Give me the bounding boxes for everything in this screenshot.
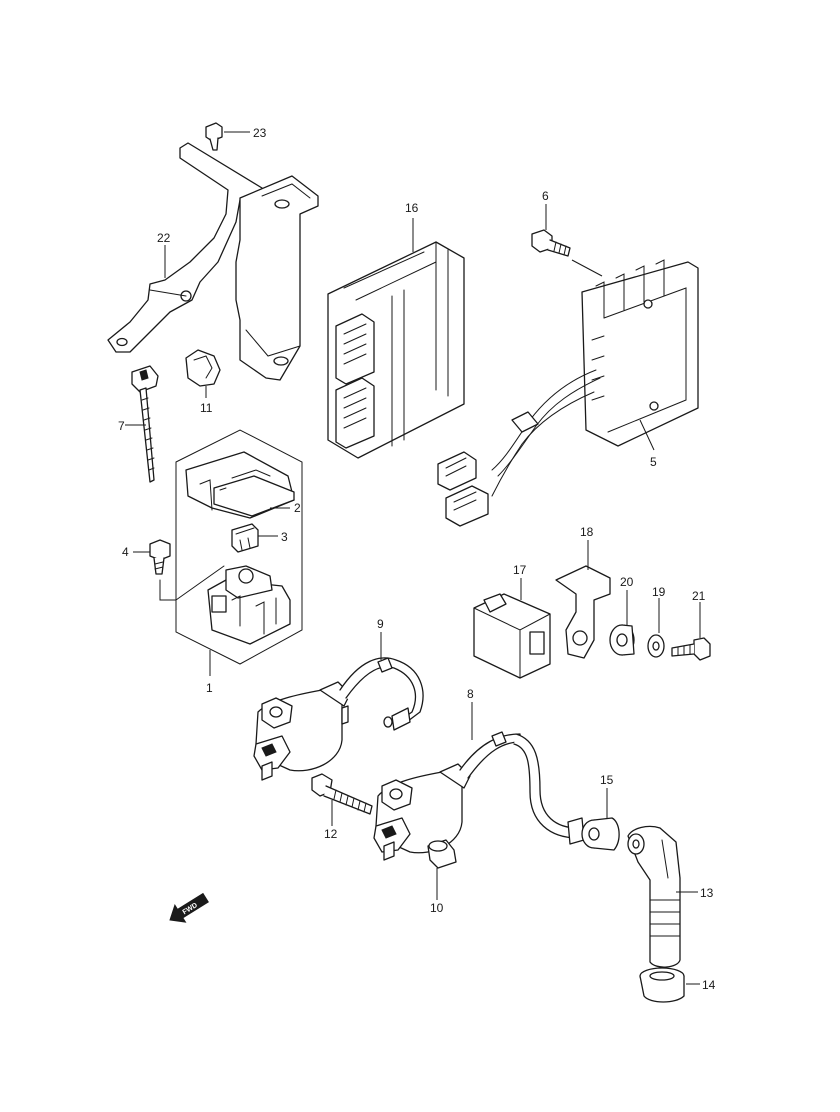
callout-1: 1 — [206, 681, 213, 695]
callout-21: 21 — [692, 589, 706, 603]
callout-6: 6 — [542, 189, 549, 203]
ecu-part-16 — [327, 218, 465, 459]
ignition-coil-part-8 — [373, 702, 585, 861]
relay-cover-part-2 — [185, 451, 295, 519]
callout-22: 22 — [157, 231, 171, 245]
grommet-part-15 — [581, 788, 620, 851]
callout-5: 5 — [650, 455, 657, 469]
callout-10: 10 — [430, 901, 444, 915]
spark-plug-cap-part-13 — [627, 825, 698, 968]
forward-arrow-icon: FWD — [169, 892, 209, 923]
fuse-part-3 — [231, 523, 278, 553]
bolt-part-21 — [671, 602, 711, 661]
bolt-part-12 — [311, 773, 373, 826]
washer-part-19 — [647, 598, 665, 658]
callout-17: 17 — [513, 563, 527, 577]
callout-23: 23 — [253, 126, 267, 140]
relay-assembly-outline-part-1 — [175, 429, 303, 676]
callout-19: 19 — [652, 585, 666, 599]
callout-7: 7 — [118, 419, 125, 433]
callout-13: 13 — [700, 886, 714, 900]
callout-14: 14 — [702, 978, 716, 992]
callout-11: 11 — [200, 401, 213, 415]
callout-4: 4 — [122, 545, 129, 559]
ignition-coil-part-9 — [253, 632, 424, 781]
clip-part-11 — [185, 349, 221, 398]
callout-20: 20 — [620, 575, 634, 589]
callout-8: 8 — [467, 687, 474, 701]
bracket-part-22 — [107, 142, 319, 381]
callout-9: 9 — [377, 617, 384, 631]
bracket-part-18 — [555, 540, 611, 659]
callout-15: 15 — [600, 773, 614, 787]
regulator-harness — [437, 369, 601, 527]
regulator-rectifier-part-5 — [581, 259, 699, 451]
callout-16: 16 — [405, 201, 419, 215]
bolt-part-4 — [133, 539, 225, 601]
callout-12: 12 — [324, 827, 338, 841]
collar-part-20 — [609, 590, 635, 656]
callout-labels: 23 22 7 11 2 3 4 1 16 6 5 18 17 20 19 21… — [118, 126, 716, 992]
connector-part-17 — [473, 578, 551, 679]
bolt-part-6 — [531, 204, 603, 277]
spacer-part-10 — [427, 839, 457, 900]
cable-tie-part-7 — [125, 365, 159, 483]
cap-ring-part-14 — [639, 967, 700, 1003]
starter-relay-body — [207, 565, 291, 645]
callout-2: 2 — [294, 501, 301, 515]
forward-label: FWD — [182, 902, 199, 916]
screw-part-23 — [205, 122, 250, 151]
callout-3: 3 — [281, 530, 288, 544]
callout-18: 18 — [580, 525, 594, 539]
